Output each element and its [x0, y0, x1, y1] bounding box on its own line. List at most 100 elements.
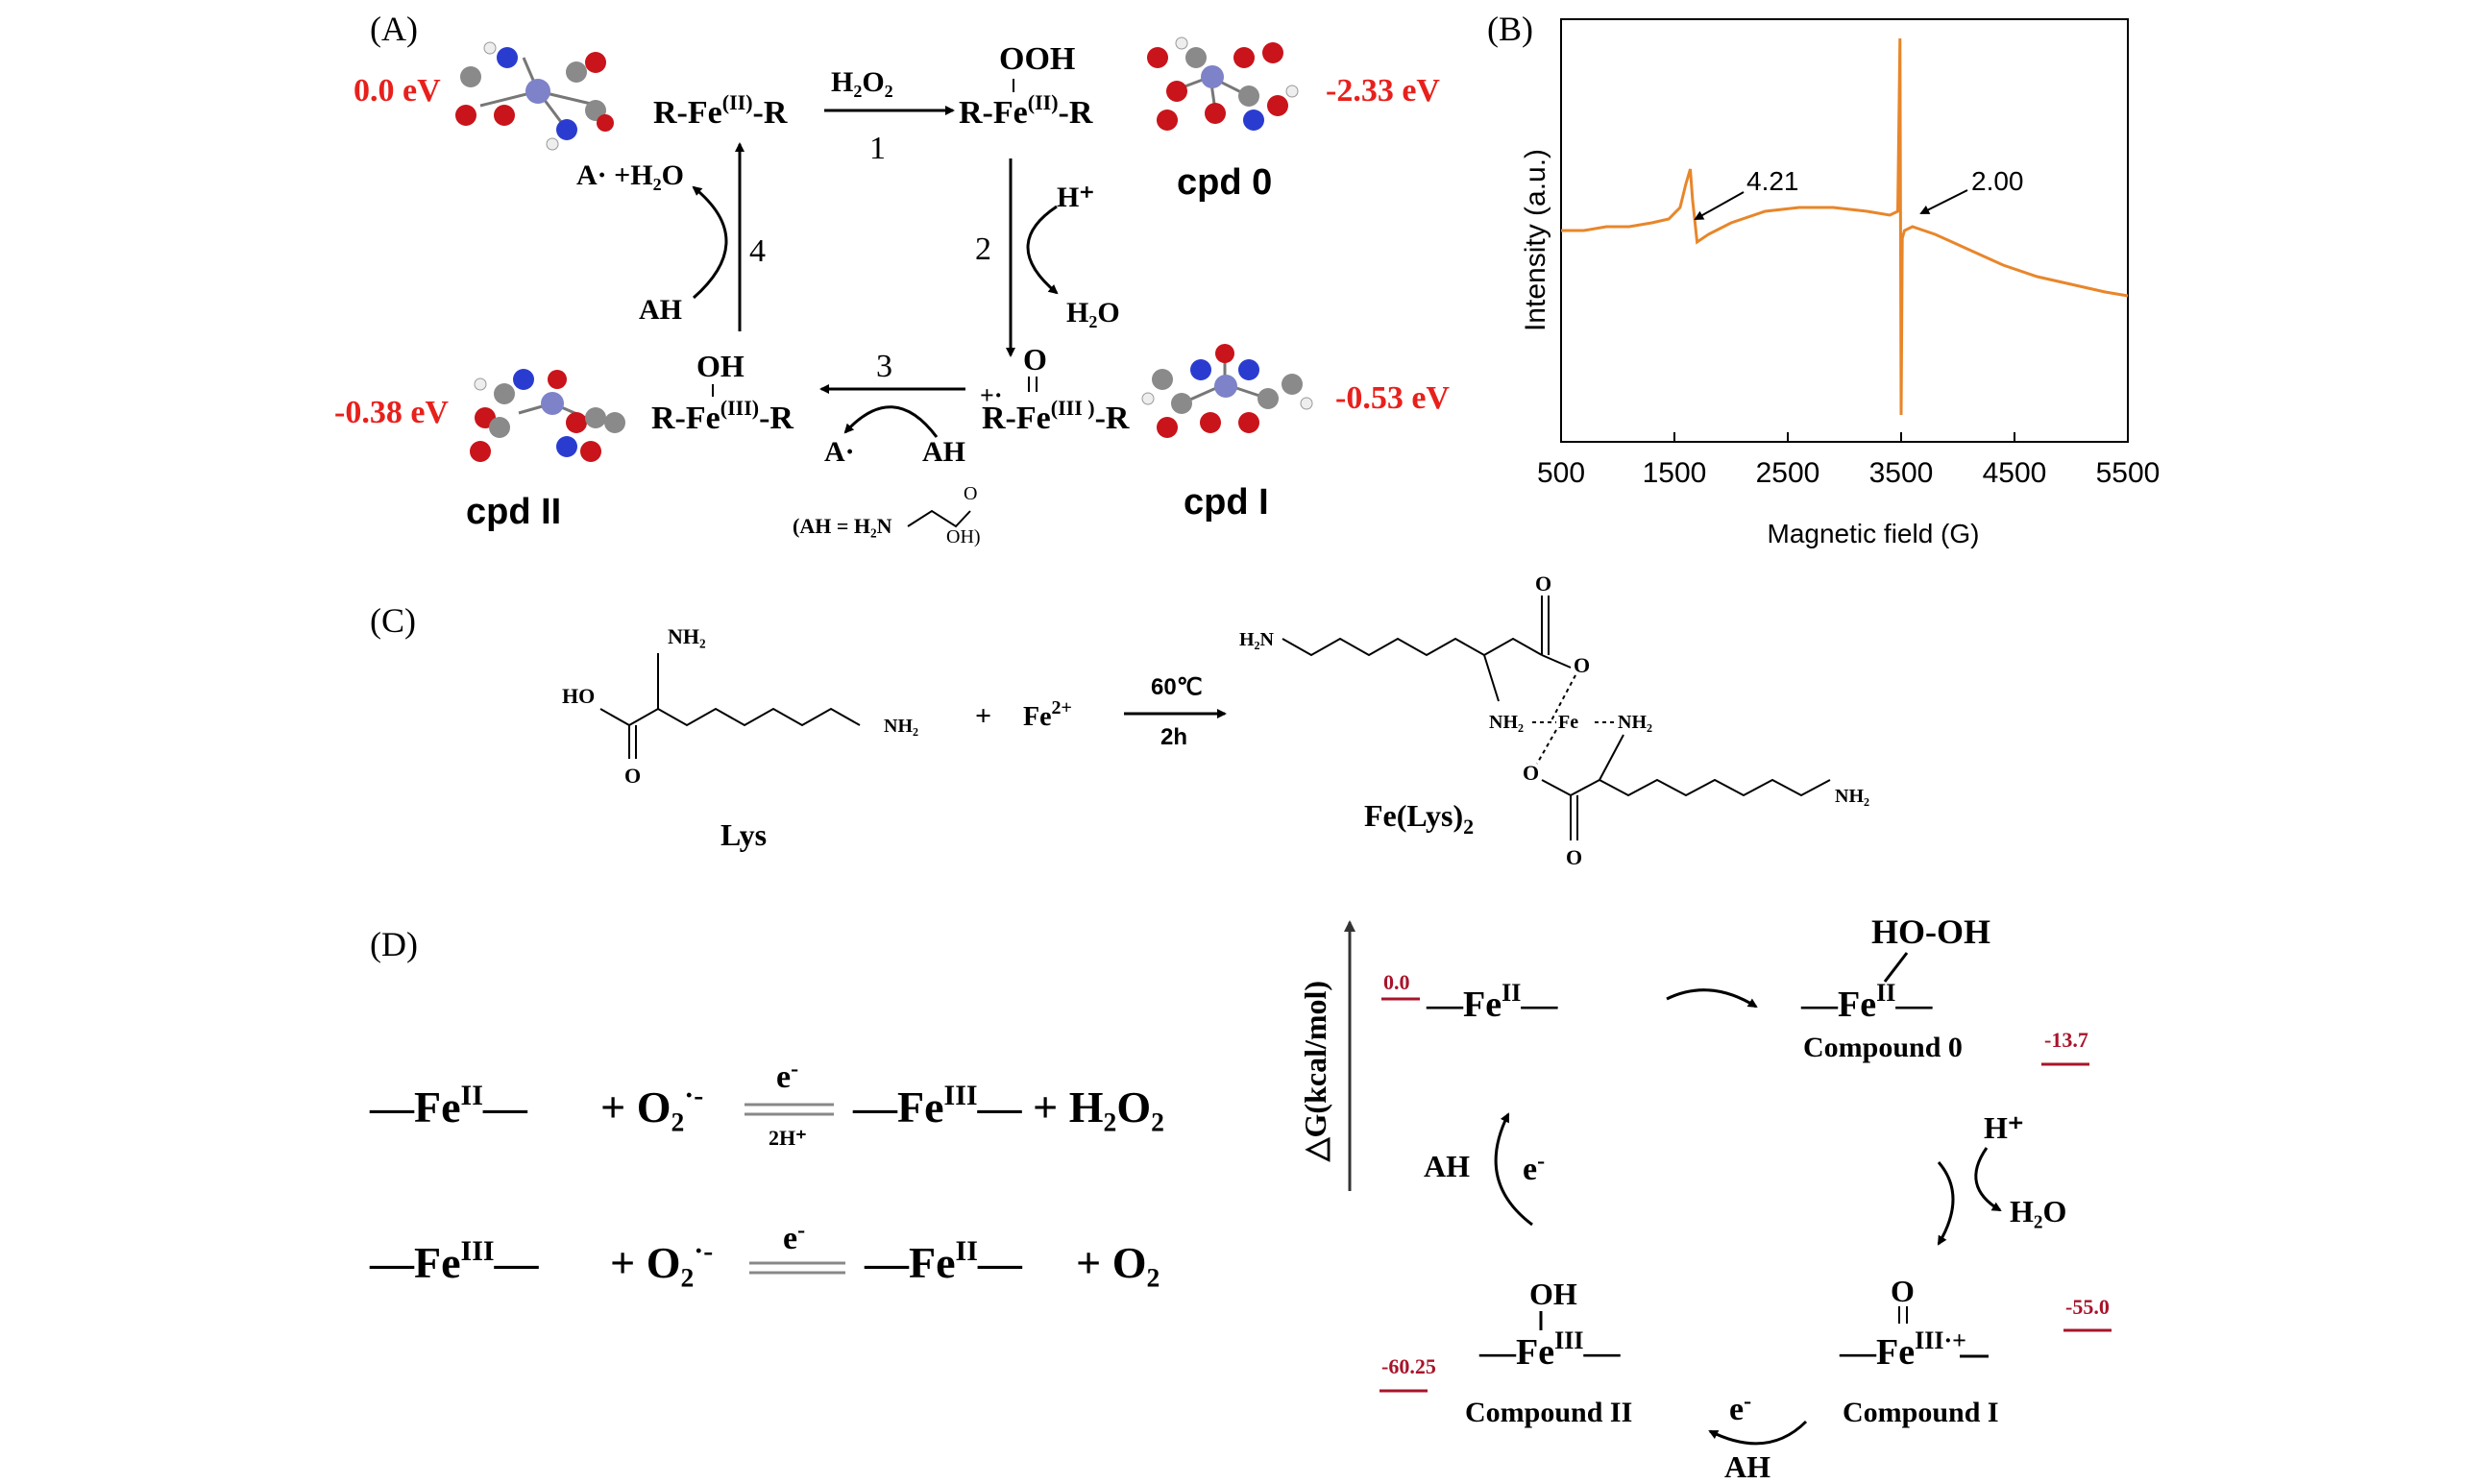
cpd0-label: cpd 0: [1177, 162, 1272, 203]
a-radical-h2o: A· +H₂O: [576, 159, 684, 191]
product-o1: O: [1535, 572, 1551, 596]
lys-ho: HO: [562, 684, 595, 708]
energy-axis-label: △G(kcal/mol): [1298, 981, 1332, 1162]
epr-spectrum-line: [1561, 37, 2129, 416]
h2o-d: H₂O: [2010, 1194, 2066, 1229]
panel-b-label: (B): [1487, 10, 1533, 48]
panel-a-label: (A): [370, 10, 418, 48]
eq1-reactant: —FeII—: [369, 1080, 528, 1131]
lys-nh2-top: NH₂: [668, 624, 706, 648]
ah-3: AH: [922, 436, 965, 468]
panel-c: (C) NH₂ HO O NH₂ Lys + Fe2+ 60℃ 2h: [370, 572, 1869, 869]
h-plus-d: H⁺: [1984, 1110, 2024, 1145]
cpd1-label: cpd I: [1184, 482, 1269, 523]
energy-cpd2: -0.38 eV: [334, 395, 449, 430]
arrow-c0-to-c1: [1937, 1161, 1955, 1246]
arrow-start-to-c0: [1666, 988, 1758, 1009]
cpd2-label: cpd II: [466, 492, 561, 532]
cpd2-formula: R-Fe(III)-R: [651, 396, 794, 436]
step-4: 4: [749, 233, 766, 269]
fe-ion: Fe2+: [1023, 697, 1072, 732]
cpd1-o: O: [1023, 342, 1047, 377]
y-axis-label: Intensity (a.u.): [1520, 149, 1551, 331]
annotation-arrow-200: [1919, 189, 1968, 214]
product-nh2-b: NH₂: [1618, 712, 1652, 733]
glycine-chain: [907, 509, 971, 528]
panel-a: (A) 0.0 eV R-Fe(II)-R H₂O₂ 1 O OH: [334, 10, 1450, 547]
eq2-reactant: —FeIII—: [369, 1235, 540, 1287]
e-left: e-: [1523, 1149, 1545, 1187]
molecule-cpd1: [1141, 344, 1313, 438]
cpd0-formula: R-Fe(II)-R: [959, 90, 1093, 131]
arrow-c1-to-c2: [1708, 1420, 1808, 1446]
step-3: 3: [876, 349, 892, 384]
lys-name: Lys: [720, 817, 767, 852]
curve-h2o: [1974, 1147, 2002, 1212]
eq2-product: —FeII—: [864, 1235, 1023, 1287]
reaction-temp: 60℃: [1151, 674, 1203, 700]
ah-definition: (AH = H₂N: [793, 514, 892, 538]
annotation-g-200: 2.00: [1971, 166, 2024, 196]
x-tick-label: 1500: [1643, 457, 1707, 489]
compound-1-label: Compound I: [1843, 1397, 1999, 1428]
eq2-electron: e-: [783, 1218, 805, 1256]
compound-2-oh: OH: [1529, 1277, 1577, 1311]
eq1-electron: e-: [776, 1057, 798, 1095]
curve-step-2: [1026, 205, 1059, 295]
ah-4: AH: [639, 294, 682, 326]
g-c0: -13.7: [2044, 1028, 2088, 1052]
product-nh2-a: NH₂: [1489, 712, 1524, 733]
fe-iii-c2: —FeIII—: [1478, 1326, 1621, 1373]
curve-step-4: [692, 185, 728, 300]
annotation-arrow-421: [1694, 191, 1745, 220]
product-nh2-c: NH₂: [1835, 786, 1869, 807]
x-axis-label: Magnetic field (G): [1768, 519, 1980, 548]
step-1: 1: [869, 131, 886, 166]
h2o-out-a: H₂O: [1066, 297, 1120, 328]
x-tick-label: 3500: [1869, 457, 1934, 489]
g-c1: -55.0: [2065, 1295, 2110, 1319]
molecule-cpd2: [470, 369, 625, 462]
cpd2-oh: OH: [696, 349, 745, 383]
x-tick-label: 5500: [2096, 457, 2161, 489]
product-o4: O: [1566, 845, 1582, 869]
molecule-cpd0: [1147, 36, 1299, 131]
x-axis-ticks: [1560, 432, 2129, 442]
r-fe-ii-r: R-Fe(II)-R: [653, 90, 788, 131]
plot-frame: [1560, 18, 2129, 443]
eq1-protons: 2H⁺: [769, 1126, 807, 1150]
product-o2: O: [1574, 653, 1590, 677]
fe-ii-start: —FeII—: [1426, 979, 1558, 1025]
compound-0-label: Compound 0: [1803, 1032, 1963, 1063]
energy-start: 0.0 eV: [354, 73, 441, 109]
arrow-c2-to-start: [1494, 1112, 1533, 1227]
h2o2-label: H₂O₂: [831, 66, 893, 98]
g-start: 0.0: [1383, 970, 1410, 994]
fe-ii-c0: —FeII—: [1800, 979, 1933, 1025]
annotation-g-421: 4.21: [1746, 166, 1799, 196]
panel-d: (D) —FeII— + O₂·- e- 2H⁺ —FeIII— + H₂O₂ …: [369, 912, 2112, 1484]
ah-left: AH: [1424, 1149, 1470, 1183]
cpd1-radical: +·: [980, 381, 1003, 409]
product-name: Fe(Lys)2: [1364, 798, 1474, 839]
panel-d-label: (D): [370, 925, 418, 963]
glycine-oh: OH): [946, 526, 981, 547]
compound-1-o: O: [1891, 1274, 1915, 1308]
eq1-product: —FeIII— + H₂O₂: [852, 1080, 1164, 1131]
product-h2n: H₂N: [1239, 629, 1275, 650]
step-2: 2: [975, 231, 991, 267]
product-fe: Fe: [1558, 712, 1578, 733]
x-tick-label: 2500: [1756, 457, 1820, 489]
eq1-o2: + O₂·-: [600, 1080, 703, 1131]
lys-o: O: [624, 764, 641, 788]
fe-iii-c1: —FeIII·+: [1839, 1326, 1966, 1373]
eq2-o2-product: + O₂: [1076, 1238, 1160, 1287]
x-tick-label: 4500: [1983, 457, 2047, 489]
cpd1-formula: R-Fe(III )-R: [982, 396, 1130, 436]
panel-c-label: (C): [370, 601, 416, 640]
fe-lys2-structure: [1282, 596, 1831, 840]
reaction-time: 2h: [1160, 724, 1187, 750]
